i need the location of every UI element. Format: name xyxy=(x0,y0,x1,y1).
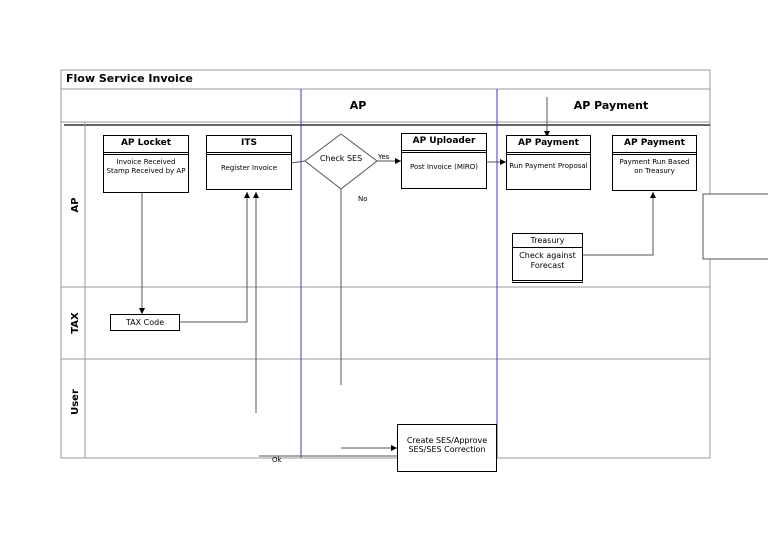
ap-uploader-title: AP Uploader xyxy=(402,134,486,153)
treasury-box: Treasury Check against Forecast xyxy=(512,233,583,283)
connector-taxcode-to-its xyxy=(180,192,250,323)
tax-code-task: TAX Code xyxy=(110,314,180,331)
create-ses-task: Create SES/Approve SES/SES Correction xyxy=(397,424,497,472)
ap-locket-body: Invoice Received Stamp Received by AP xyxy=(106,158,186,175)
its-body: Register Invoice xyxy=(220,164,278,172)
treasury-body: Check against Forecast xyxy=(519,251,576,270)
lane-label-user: User xyxy=(70,389,81,415)
connector-its-to-decision xyxy=(290,160,306,164)
ap-uploader-box: AP Uploader Post Invoice (MIRO) xyxy=(401,133,487,189)
ap-payment-2-title: AP Payment xyxy=(613,136,696,155)
edge-label-no: No xyxy=(358,195,368,203)
edge-label-yes: Yes xyxy=(378,153,390,161)
its-title: ITS xyxy=(207,136,291,155)
check-ses-label: Check SES xyxy=(319,154,363,163)
ap-payment-2-body: Payment Run Based on Treasury xyxy=(619,158,690,175)
ap-locket-title: AP Locket xyxy=(104,136,188,155)
ap-payment-1-title: AP Payment xyxy=(507,136,590,155)
ap-payment-1-body: Run Payment Proposal xyxy=(509,162,588,170)
ap-uploader-body: Post Invoice (MIRO) xyxy=(409,163,479,171)
ap-payment-box-1: AP Payment Run Payment Proposal xyxy=(506,135,591,190)
treasury-title: Treasury xyxy=(513,234,582,248)
ap-locket-box: AP Locket Invoice Received Stamp Receive… xyxy=(103,135,189,193)
ap-payment-box-2: AP Payment Payment Run Based on Treasury xyxy=(612,135,697,191)
offpage-box xyxy=(702,193,768,260)
lane-label-tax: TAX xyxy=(70,312,81,334)
its-box: ITS Register Invoice xyxy=(206,135,292,190)
diagram-title: Flow Service Invoice xyxy=(66,72,193,85)
column-header-ap: AP xyxy=(349,99,367,112)
column-header-ap-payment: AP Payment xyxy=(573,99,649,112)
edge-label-ok: Ok xyxy=(272,456,282,464)
lane-label-ap: AP xyxy=(70,197,81,213)
diagram-frame xyxy=(60,69,711,459)
connector-treasury-to-payment xyxy=(583,192,656,256)
